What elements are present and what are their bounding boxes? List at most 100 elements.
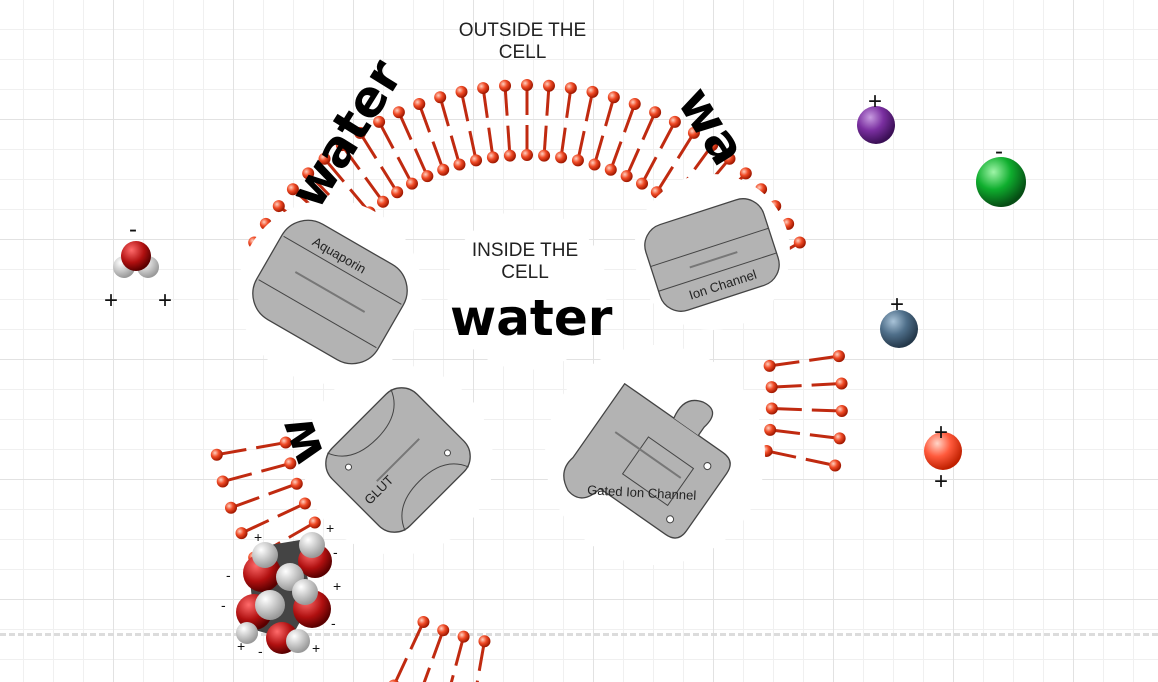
dashed-boundary-line (0, 633, 1158, 636)
lipid-head (628, 97, 641, 110)
lipid-head (739, 167, 752, 180)
lipid-head (318, 152, 331, 165)
lipid-head (216, 475, 229, 488)
lipid-head (272, 200, 285, 213)
water-label-center: water (450, 289, 613, 347)
lipid-head (486, 151, 499, 164)
purple-ion (857, 106, 895, 144)
green-ion (976, 157, 1026, 207)
red-ion-charge-top: + (934, 419, 949, 446)
glucose-charge: + (333, 578, 342, 594)
lipid-head (413, 97, 426, 110)
gated-ion-channel-label: Gated Ion Channel (587, 482, 697, 503)
lipid-head (765, 381, 778, 394)
red-ion-charge-bottom: + (934, 468, 949, 495)
red-ion (924, 432, 962, 470)
lipid-head (765, 402, 778, 415)
lipid-head (620, 170, 633, 183)
lipid-head (706, 139, 719, 152)
lipid-head (542, 79, 555, 92)
lipid-head (421, 170, 434, 183)
lipid-head (405, 177, 418, 190)
lipid-head (763, 359, 776, 372)
lipid-head (286, 183, 299, 196)
lipid-head (586, 85, 599, 98)
glut-protein[interactable]: GLUT (317, 379, 480, 542)
glucose-charge: - (258, 643, 263, 659)
outside-cell-label: OUTSIDE THE CELL (458, 20, 587, 63)
lipid-head (210, 448, 223, 461)
lipid-head (521, 79, 533, 91)
water-h1-charge: + (104, 287, 119, 314)
lipid-head (457, 630, 470, 643)
lipid-head (833, 432, 846, 445)
lipid-head (829, 459, 842, 472)
lipid-head (437, 624, 450, 637)
purple-ion-charge: + (868, 88, 883, 115)
lipid-head (477, 82, 490, 95)
lipid-head (392, 106, 405, 119)
lipid-head (668, 115, 681, 128)
glucose-charge: + (254, 529, 263, 545)
water-h2-charge: + (158, 287, 173, 314)
lipid-head (499, 79, 512, 92)
lipid-head (564, 82, 577, 95)
lipid-head (588, 158, 601, 171)
glucose-charge: - (221, 597, 226, 613)
lipid-head (388, 679, 399, 682)
lipid-head (793, 236, 806, 249)
lipid-tail (393, 657, 408, 682)
lipid-head (723, 152, 736, 165)
lipid-head (224, 501, 237, 514)
lipid-head (235, 527, 248, 540)
ion-channel-protein[interactable]: Ion Channel (639, 193, 785, 317)
lipid-head (503, 149, 516, 162)
lipid-head (604, 163, 617, 176)
lipid-head (478, 635, 491, 648)
lipid-head (279, 436, 292, 449)
lipid-head (555, 151, 568, 164)
lipid-head (835, 404, 848, 417)
lipid-head (284, 457, 297, 470)
lipid-head (437, 163, 450, 176)
gated-ion-channel-protein[interactable] (555, 358, 753, 560)
glucose-charge: + (237, 638, 246, 654)
lipid-head (832, 350, 845, 363)
lipid-head (764, 423, 777, 436)
lipid-head (298, 497, 311, 510)
lipid-head (354, 126, 367, 139)
lipid-head (376, 195, 389, 208)
lipid-head (417, 616, 430, 629)
lipid-head (391, 186, 404, 199)
green-ion-charge: - (995, 138, 1003, 165)
lipid-head (607, 91, 620, 104)
inside-cell-label: INSIDE THE CELL (471, 240, 579, 283)
glucose-charge: - (333, 544, 338, 560)
glucose-charge: + (312, 640, 321, 656)
water-molecule-icon (113, 241, 159, 278)
lipid-head (538, 149, 551, 162)
lipid-head (636, 177, 649, 190)
water-o-charge: - (129, 216, 137, 243)
lipid-head (308, 516, 321, 529)
lipid-head (571, 154, 584, 167)
lipid-tail (422, 667, 431, 682)
glucose-charge: - (226, 567, 231, 583)
lipid-head (302, 167, 315, 180)
blue-ion (880, 310, 918, 348)
lipid-head (373, 115, 386, 128)
lipid-head (470, 154, 483, 167)
lipid-head (453, 158, 466, 171)
lipid-head (521, 149, 533, 161)
lipid-head (455, 85, 468, 98)
lipid-head (434, 91, 447, 104)
lipid-head (649, 106, 662, 119)
lipid-head (687, 126, 700, 139)
lipid-head (335, 139, 348, 152)
lipid-tail (449, 674, 455, 682)
glucose-charge: - (331, 615, 336, 631)
lipid-head (835, 377, 848, 390)
glucose-molecule-icon (236, 532, 332, 654)
glucose-charge: + (326, 520, 335, 536)
